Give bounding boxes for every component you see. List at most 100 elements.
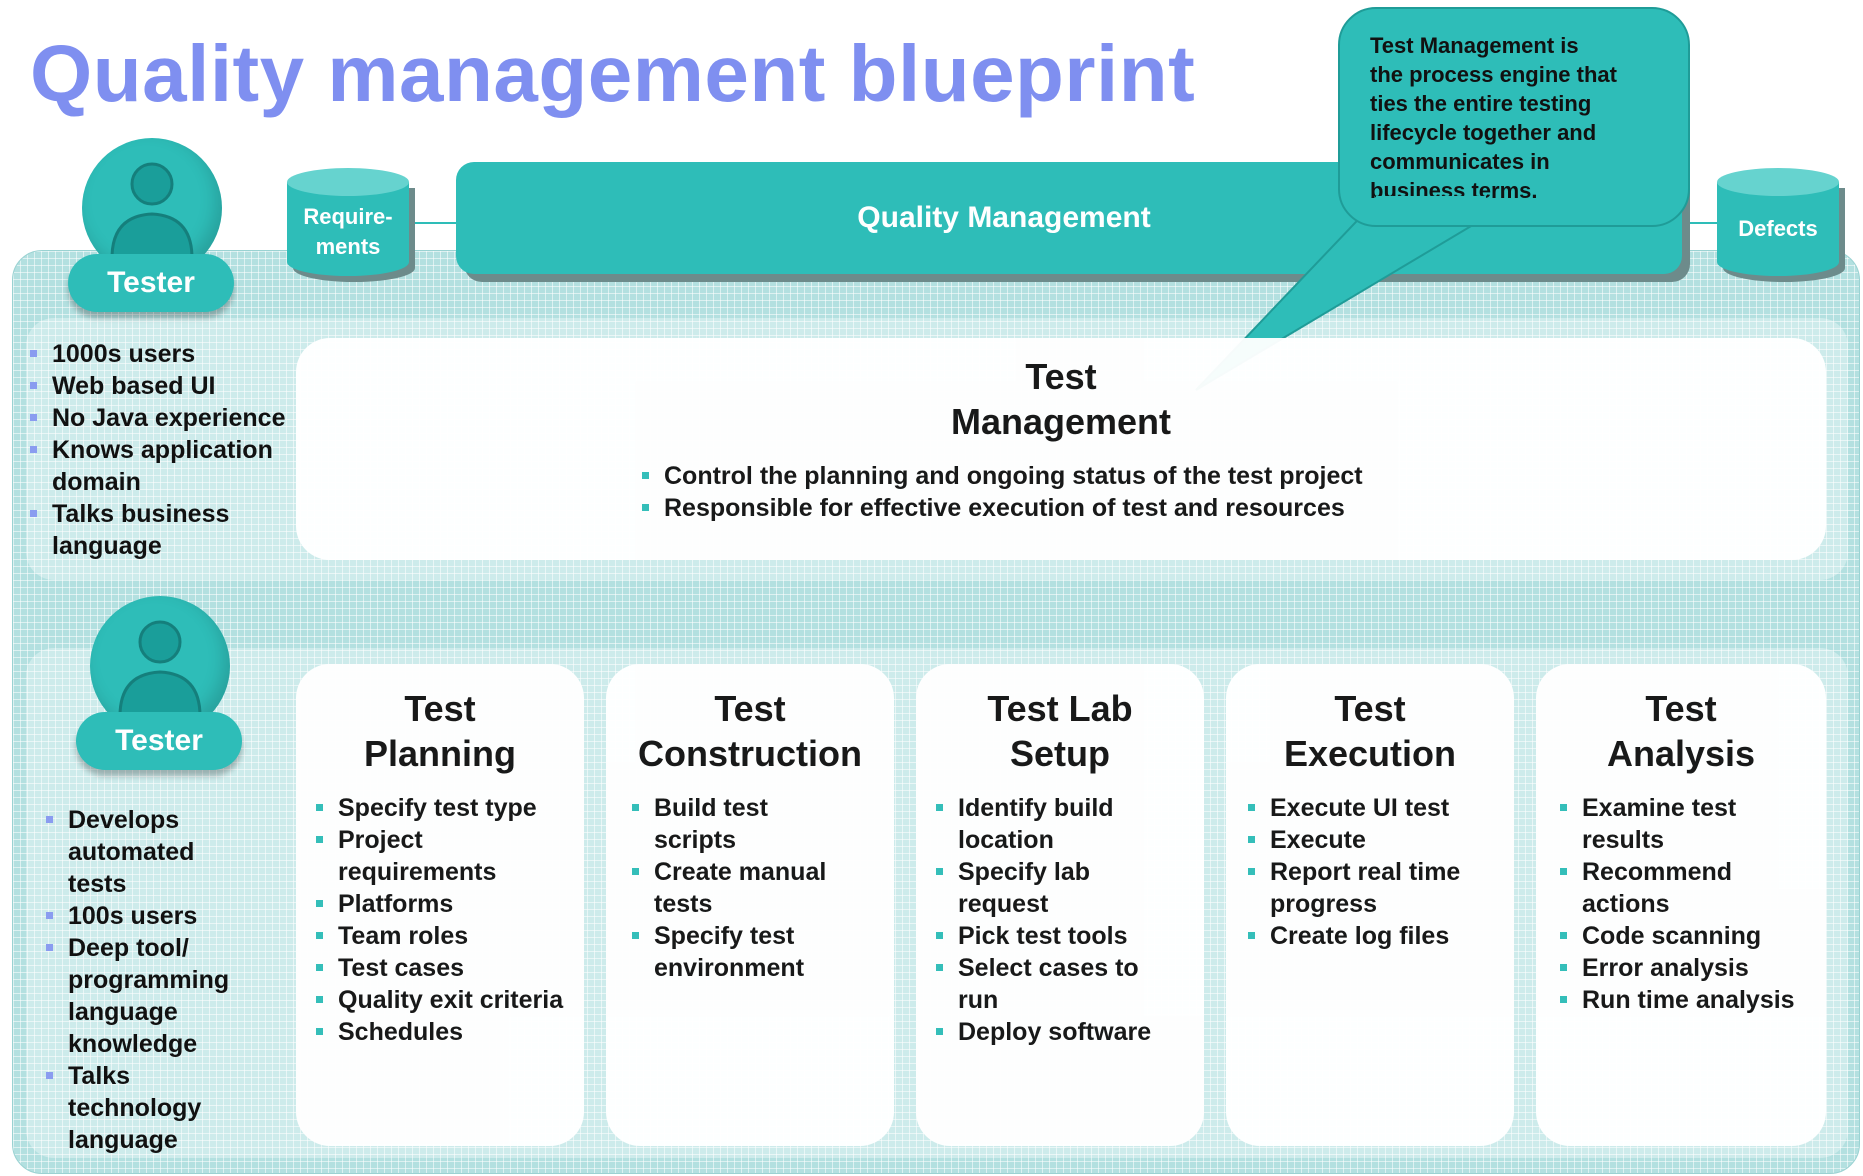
card-item: Error analysis <box>1558 952 1826 984</box>
tester-top-traits: 1000s users Web based UI No Java experie… <box>28 338 318 562</box>
card-item: location <box>958 826 1054 854</box>
trait-item: Talks business <box>28 498 318 530</box>
callout-line: communicates in <box>1370 149 1550 174</box>
connector-line-requirements <box>408 222 458 224</box>
card-item: Schedules <box>314 1016 584 1048</box>
card-title-line2: Analysis <box>1606 733 1756 774</box>
card-item: Create log files <box>1246 920 1514 952</box>
test-management-bullet: Responsible for effective execution of t… <box>640 492 1640 524</box>
requirements-label-line2: ments <box>315 234 381 259</box>
callout-line: the process engine that <box>1370 62 1617 87</box>
test-management-card: Test Management Control the planning and… <box>296 338 1826 560</box>
trait-item: No Java experience <box>28 402 318 434</box>
trait-item: Deep tool/ <box>44 932 274 964</box>
card-title-line2: Execution <box>1283 733 1457 774</box>
card-test-planning: Test Planning Specify test type Project … <box>296 664 584 1146</box>
trait-item: automated <box>68 838 195 866</box>
card-title-line1: Test <box>1334 688 1406 729</box>
card-item: requirements <box>338 858 497 886</box>
card-items: Examine test results Recommend actions C… <box>1558 792 1826 1016</box>
card-item: run <box>958 986 999 1014</box>
card-item: tests <box>654 890 713 918</box>
card-items: Build test scripts Create manual tests S… <box>630 792 894 984</box>
trait-item: Web based UI <box>28 370 318 402</box>
tester-badge: Tester <box>76 712 242 770</box>
card-item: actions <box>1582 890 1670 918</box>
card-item: scripts <box>654 826 736 854</box>
trait-item: Knows application <box>28 434 318 466</box>
card-item: Project <box>314 824 584 856</box>
trait-item: knowledge <box>68 1030 198 1058</box>
trait-item: language <box>52 532 162 560</box>
card-item: Create manual <box>630 856 894 888</box>
defects-database-icon: Defects <box>1717 168 1839 280</box>
card-item: Deploy software <box>934 1016 1204 1048</box>
callout-bubble: Test Management is the process engine th… <box>1338 7 1690 227</box>
requirements-label-line1: Require- <box>303 204 393 229</box>
card-item: Execute UI test <box>1246 792 1514 824</box>
callout-line: Test Management is <box>1370 33 1579 58</box>
trait-item: language <box>68 1126 178 1154</box>
card-item: Select cases to <box>934 952 1204 984</box>
tester-top: Tester <box>68 138 248 318</box>
card-item: Report real time <box>1246 856 1514 888</box>
card-test-analysis: Test Analysis Examine test results Recom… <box>1536 664 1826 1146</box>
callout-line: lifecycle together and <box>1370 120 1597 145</box>
card-test-execution: Test Execution Execute UI test Execute R… <box>1226 664 1514 1146</box>
card-title-line2: Construction <box>638 733 862 774</box>
page-title: Quality management blueprint <box>30 29 1196 118</box>
tester-bottom: Tester <box>76 596 256 776</box>
card-item: Examine test <box>1558 792 1826 824</box>
card-title-line1: Test <box>1645 688 1717 729</box>
requirements-database-icon: Require- ments <box>287 168 409 280</box>
card-item: Code scanning <box>1558 920 1826 952</box>
card-item: Test cases <box>314 952 584 984</box>
card-item: Specify test type <box>314 792 584 824</box>
card-item: request <box>958 890 1049 918</box>
test-management-bullets: Control the planning and ongoing status … <box>640 460 1640 524</box>
card-item: Team roles <box>314 920 584 952</box>
card-test-construction: Test Construction Build test scripts Cre… <box>606 664 894 1146</box>
test-management-title-line1: Test <box>1025 356 1097 397</box>
card-item: Specify test <box>630 920 894 952</box>
trait-item: programming <box>68 966 230 994</box>
card-item: Execute <box>1246 824 1514 856</box>
card-test-lab-setup: Test Lab Setup Identify build location S… <box>916 664 1204 1146</box>
connector-line-defects <box>1680 222 1720 224</box>
card-item: Recommend <box>1558 856 1826 888</box>
defects-label: Defects <box>1738 216 1818 241</box>
trait-item: technology <box>68 1094 202 1122</box>
card-title-line1: Test <box>714 688 786 729</box>
trait-item: language <box>68 998 178 1026</box>
card-title-line2: Setup <box>1009 733 1110 774</box>
card-item: Platforms <box>314 888 584 920</box>
test-management-bullet: Control the planning and ongoing status … <box>640 460 1640 492</box>
quality-management-label: Quality Management <box>857 201 1151 234</box>
card-title-line1: Test Lab <box>987 688 1133 729</box>
card-item: Run time analysis <box>1558 984 1826 1016</box>
trait-item: Develops <box>44 804 274 836</box>
card-item: Pick test tools <box>934 920 1204 952</box>
callout-line: ties the entire testing <box>1370 91 1592 116</box>
trait-item: domain <box>52 468 141 496</box>
trait-item: Talks <box>44 1060 274 1092</box>
tester-badge: Tester <box>68 254 234 312</box>
trait-item: tests <box>68 870 127 898</box>
card-items: Execute UI test Execute Report real time… <box>1246 792 1514 952</box>
test-management-title-line2: Management <box>950 401 1172 442</box>
card-title-line2: Planning <box>364 733 516 774</box>
card-title-line1: Test <box>404 688 476 729</box>
trait-item: 1000s users <box>28 338 318 370</box>
card-items: Identify build location Specify lab requ… <box>934 792 1204 1048</box>
callout-joint <box>1376 196 1486 220</box>
tester-bottom-traits: Develops automated tests 100s users Deep… <box>44 804 274 1156</box>
card-item: progress <box>1270 890 1377 918</box>
card-item: results <box>1582 826 1664 854</box>
card-item: Specify lab <box>934 856 1204 888</box>
card-item: environment <box>654 954 805 982</box>
card-items: Specify test type Project requirements P… <box>314 792 584 1048</box>
card-item: Identify build <box>934 792 1204 824</box>
trait-item: 100s users <box>44 900 274 932</box>
card-item: Build test <box>630 792 894 824</box>
card-item: Quality exit criteria <box>314 984 584 1016</box>
